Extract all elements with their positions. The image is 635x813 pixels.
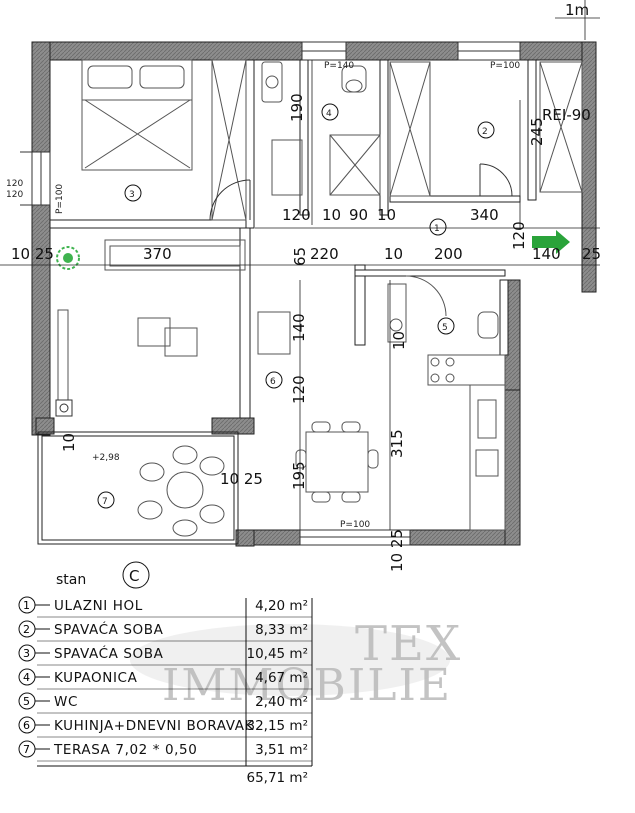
armchair	[257, 311, 291, 355]
plan-letter: C	[129, 567, 139, 585]
legend-room-area: 32,15 m²	[246, 718, 308, 734]
bathroom-fixtures	[261, 61, 381, 196]
dimension-lines	[0, 0, 600, 530]
dim-10-25b: 10 25	[220, 470, 263, 488]
legend-room-area: 2,40 m²	[255, 694, 308, 710]
note-p100c: P=100	[340, 520, 370, 530]
legend-room-area: 8,33 m²	[255, 622, 308, 638]
legend-room-name: KUHINJA+DNEVNI BORAVAK	[54, 718, 255, 734]
sofa	[104, 239, 246, 271]
dim-25: 25	[582, 245, 601, 263]
stair-note: REI-90	[542, 106, 591, 124]
room-number-7: 7	[102, 497, 108, 507]
room-number-6: 6	[270, 377, 276, 387]
door-room2	[479, 163, 513, 197]
note-level: +2,98	[92, 453, 120, 463]
stairwell	[539, 61, 583, 193]
room-numbers: 1 2 3 4 5 6 7	[97, 103, 495, 509]
legend-number: 4	[23, 671, 30, 684]
windows	[20, 41, 521, 546]
watermark-line1: TEX	[355, 616, 462, 672]
dim-315: 315	[388, 429, 406, 458]
legend-room-name: TERASA 7,02 * 0,50	[53, 742, 197, 758]
legend-number: 3	[23, 647, 30, 660]
dining-table	[295, 421, 379, 503]
dim-120b: 120	[510, 221, 528, 250]
legend-number: 2	[23, 623, 30, 636]
door-room3	[209, 179, 251, 221]
note-p100b: P=100	[55, 184, 65, 214]
exterior-walls	[31, 41, 597, 547]
legend-number: 1	[23, 599, 30, 612]
plan-label: stan	[56, 572, 86, 588]
terrace-lamp-icon	[55, 399, 73, 417]
dim-10c: 10	[384, 245, 403, 263]
room-number-2: 2	[482, 127, 488, 137]
dimension-labels: 190 245 120 10 90 10 340 120 10 25 370 6…	[11, 93, 601, 572]
legend-room-name: KUPAONICA	[54, 670, 138, 686]
dim-370: 370	[143, 245, 172, 263]
dim-190: 190	[288, 93, 306, 122]
legend-number: 6	[23, 719, 30, 732]
legend-room-area: 4,67 m²	[255, 670, 308, 686]
terrace-table	[137, 445, 225, 537]
legend-room-area: 3,51 m²	[255, 742, 308, 758]
coffee-table	[137, 317, 198, 357]
bed-room3	[81, 59, 193, 171]
dim-10-25: 10 25	[11, 245, 54, 263]
note-p100a: P=100	[490, 61, 520, 71]
dim-140b: 140	[290, 313, 308, 342]
dim-10-25c: 10 25	[388, 529, 406, 572]
legend-room-area: 4,20 m²	[255, 598, 308, 614]
wardrobe-room3	[211, 59, 247, 221]
watermark-swoosh	[130, 624, 450, 696]
dim-245: 245	[528, 117, 546, 146]
room-number-3: 3	[129, 190, 135, 200]
legend-room-area: 10,45 m²	[246, 646, 308, 662]
legend-number: 5	[23, 695, 30, 708]
plan-letter-circle	[122, 561, 150, 589]
kitchen-counter	[427, 354, 506, 531]
dim-90: 90	[349, 206, 368, 224]
legend-room-name: WC	[54, 694, 78, 710]
scale-label: 1m	[565, 1, 589, 19]
legend-room-name: SPAVAĆA SOBA	[54, 620, 164, 638]
tv-unit	[57, 309, 69, 401]
dim-65: 65	[291, 247, 309, 266]
terrace-outline	[37, 431, 239, 545]
dim-10d: 10	[60, 433, 78, 452]
wardrobe-room2	[389, 61, 431, 197]
dim-10e: 10	[390, 331, 408, 350]
room-number-5: 5	[442, 323, 448, 333]
legend-total-area: 65,71 m²	[246, 770, 308, 786]
dim-120a: 120	[282, 206, 311, 224]
dim-195: 195	[290, 461, 308, 490]
dim-140a: 140	[532, 245, 561, 263]
dim-120c: 120	[290, 375, 308, 404]
interior-walls	[49, 59, 537, 419]
legend-room-name: ULAZNI HOL	[54, 598, 143, 614]
dim-340: 340	[470, 206, 499, 224]
note-p140: P=140	[324, 61, 354, 71]
legend-number: 7	[23, 743, 30, 756]
dim-10b: 10	[377, 206, 396, 224]
entrance-arrow-icon	[532, 230, 570, 254]
legend-room-name: SPAVAĆA SOBA	[54, 644, 164, 662]
dim-220: 220	[310, 245, 339, 263]
dim-200: 200	[434, 245, 463, 263]
watermark-line2: IMMOBILIE	[162, 660, 452, 711]
room-number-1: 1	[434, 224, 440, 234]
dim-10a: 10	[322, 206, 341, 224]
room-number-4: 4	[326, 109, 332, 119]
plant-icon	[56, 246, 80, 270]
